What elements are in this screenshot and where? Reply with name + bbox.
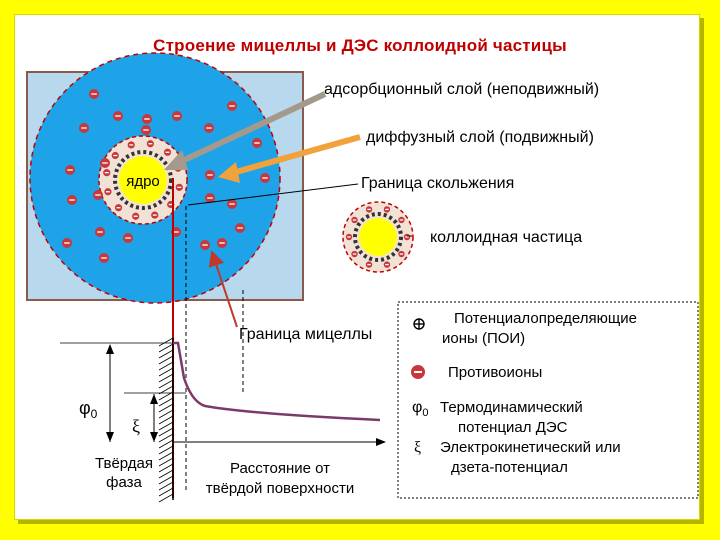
distance-axis-arrow — [376, 438, 386, 446]
hatch-line — [158, 493, 174, 503]
legend-xi-line2: дзета-потенциал — [451, 459, 568, 476]
hatch-line — [158, 367, 174, 377]
hatch-line — [158, 481, 174, 491]
arrow-diffuse — [235, 134, 361, 175]
hatch-line — [158, 451, 174, 461]
legend-phi-line1: Термодинамический — [440, 399, 583, 416]
core — [119, 156, 167, 204]
hatch-line — [158, 337, 174, 347]
hatch-line — [158, 415, 174, 425]
hatch-line — [158, 433, 174, 443]
potential-curve — [173, 341, 381, 422]
hatch-line — [158, 487, 174, 497]
distance-label-1: Расстояние от — [230, 460, 330, 477]
phi0-measure-top — [106, 344, 114, 354]
hatch-line — [158, 355, 174, 365]
hatch-line — [158, 373, 174, 383]
hatch-line — [158, 409, 174, 419]
solid-phase-label-2: фаза — [106, 474, 142, 491]
hatch-line — [158, 421, 174, 431]
hatch-line — [158, 361, 174, 371]
xi-measure-top — [150, 394, 158, 404]
small-particle-poi-ring — [353, 212, 403, 262]
hatch-line — [158, 457, 174, 467]
hatch-line — [158, 349, 174, 359]
hatch-line — [158, 469, 174, 479]
line-slip-boundary — [187, 183, 359, 206]
slide-title: Строение мицеллы и ДЭС коллоидной частиц… — [153, 36, 567, 55]
core-label: ядро — [126, 173, 160, 190]
hatch-line — [158, 427, 174, 437]
hatch-line — [158, 475, 174, 485]
distance-label-2: твёрдой поверхности — [206, 480, 354, 497]
hatch-line — [158, 403, 174, 413]
arrow-adsorption — [178, 91, 327, 165]
legend-box — [397, 301, 699, 499]
diffuse-counterions — [62, 89, 270, 263]
graph-xi-label: ξ — [132, 416, 140, 436]
legend-counterions: Противоионы — [448, 364, 542, 381]
label-adsorption-layer: адсорбционный слой (неподвижный) — [324, 81, 599, 98]
label-colloid-particle: коллоидная частица — [430, 229, 582, 246]
hatch-line — [158, 343, 174, 353]
small-particle-core — [359, 218, 397, 256]
phi0-measure-bottom — [106, 432, 114, 442]
xi-measure-bottom — [150, 432, 158, 442]
legend-phi-symbol: φ0 — [412, 399, 429, 419]
legend-poi-line1: Потенциалопределяющие — [454, 310, 637, 327]
arrow-adsorption-head — [164, 150, 188, 170]
arrow-diffuse-head — [218, 162, 240, 183]
label-diffuse-layer: диффузный слой (подвижный) — [366, 129, 594, 146]
legend-phi-line2: потенциал ДЭС — [458, 419, 568, 436]
solid-phase-hatch — [158, 337, 174, 503]
legend-poi-line2: ионы (ПОИ) — [442, 330, 525, 347]
hatch-line — [158, 439, 174, 449]
legend-xi-line1: Электрокинетический или — [440, 439, 621, 456]
hatch-line — [158, 463, 174, 473]
micelle-boundary-dashed — [29, 52, 281, 304]
hatch-line — [158, 397, 174, 407]
arrow-micelle-boundary — [208, 250, 238, 328]
hatch-line — [158, 445, 174, 455]
label-micelle-boundary: Граница мицеллы — [239, 326, 372, 343]
solid-phase-label-1: Твёрдая — [95, 455, 153, 472]
slip-boundary-circle — [98, 135, 188, 225]
hatch-line — [158, 379, 174, 389]
small-particle-ions — [345, 206, 411, 268]
label-slip-boundary: Граница скольжения — [361, 175, 514, 192]
legend-xi-symbol: ξ — [414, 439, 421, 456]
graph-phi0-label: φ0 — [79, 398, 98, 421]
poi-ring — [113, 150, 173, 210]
